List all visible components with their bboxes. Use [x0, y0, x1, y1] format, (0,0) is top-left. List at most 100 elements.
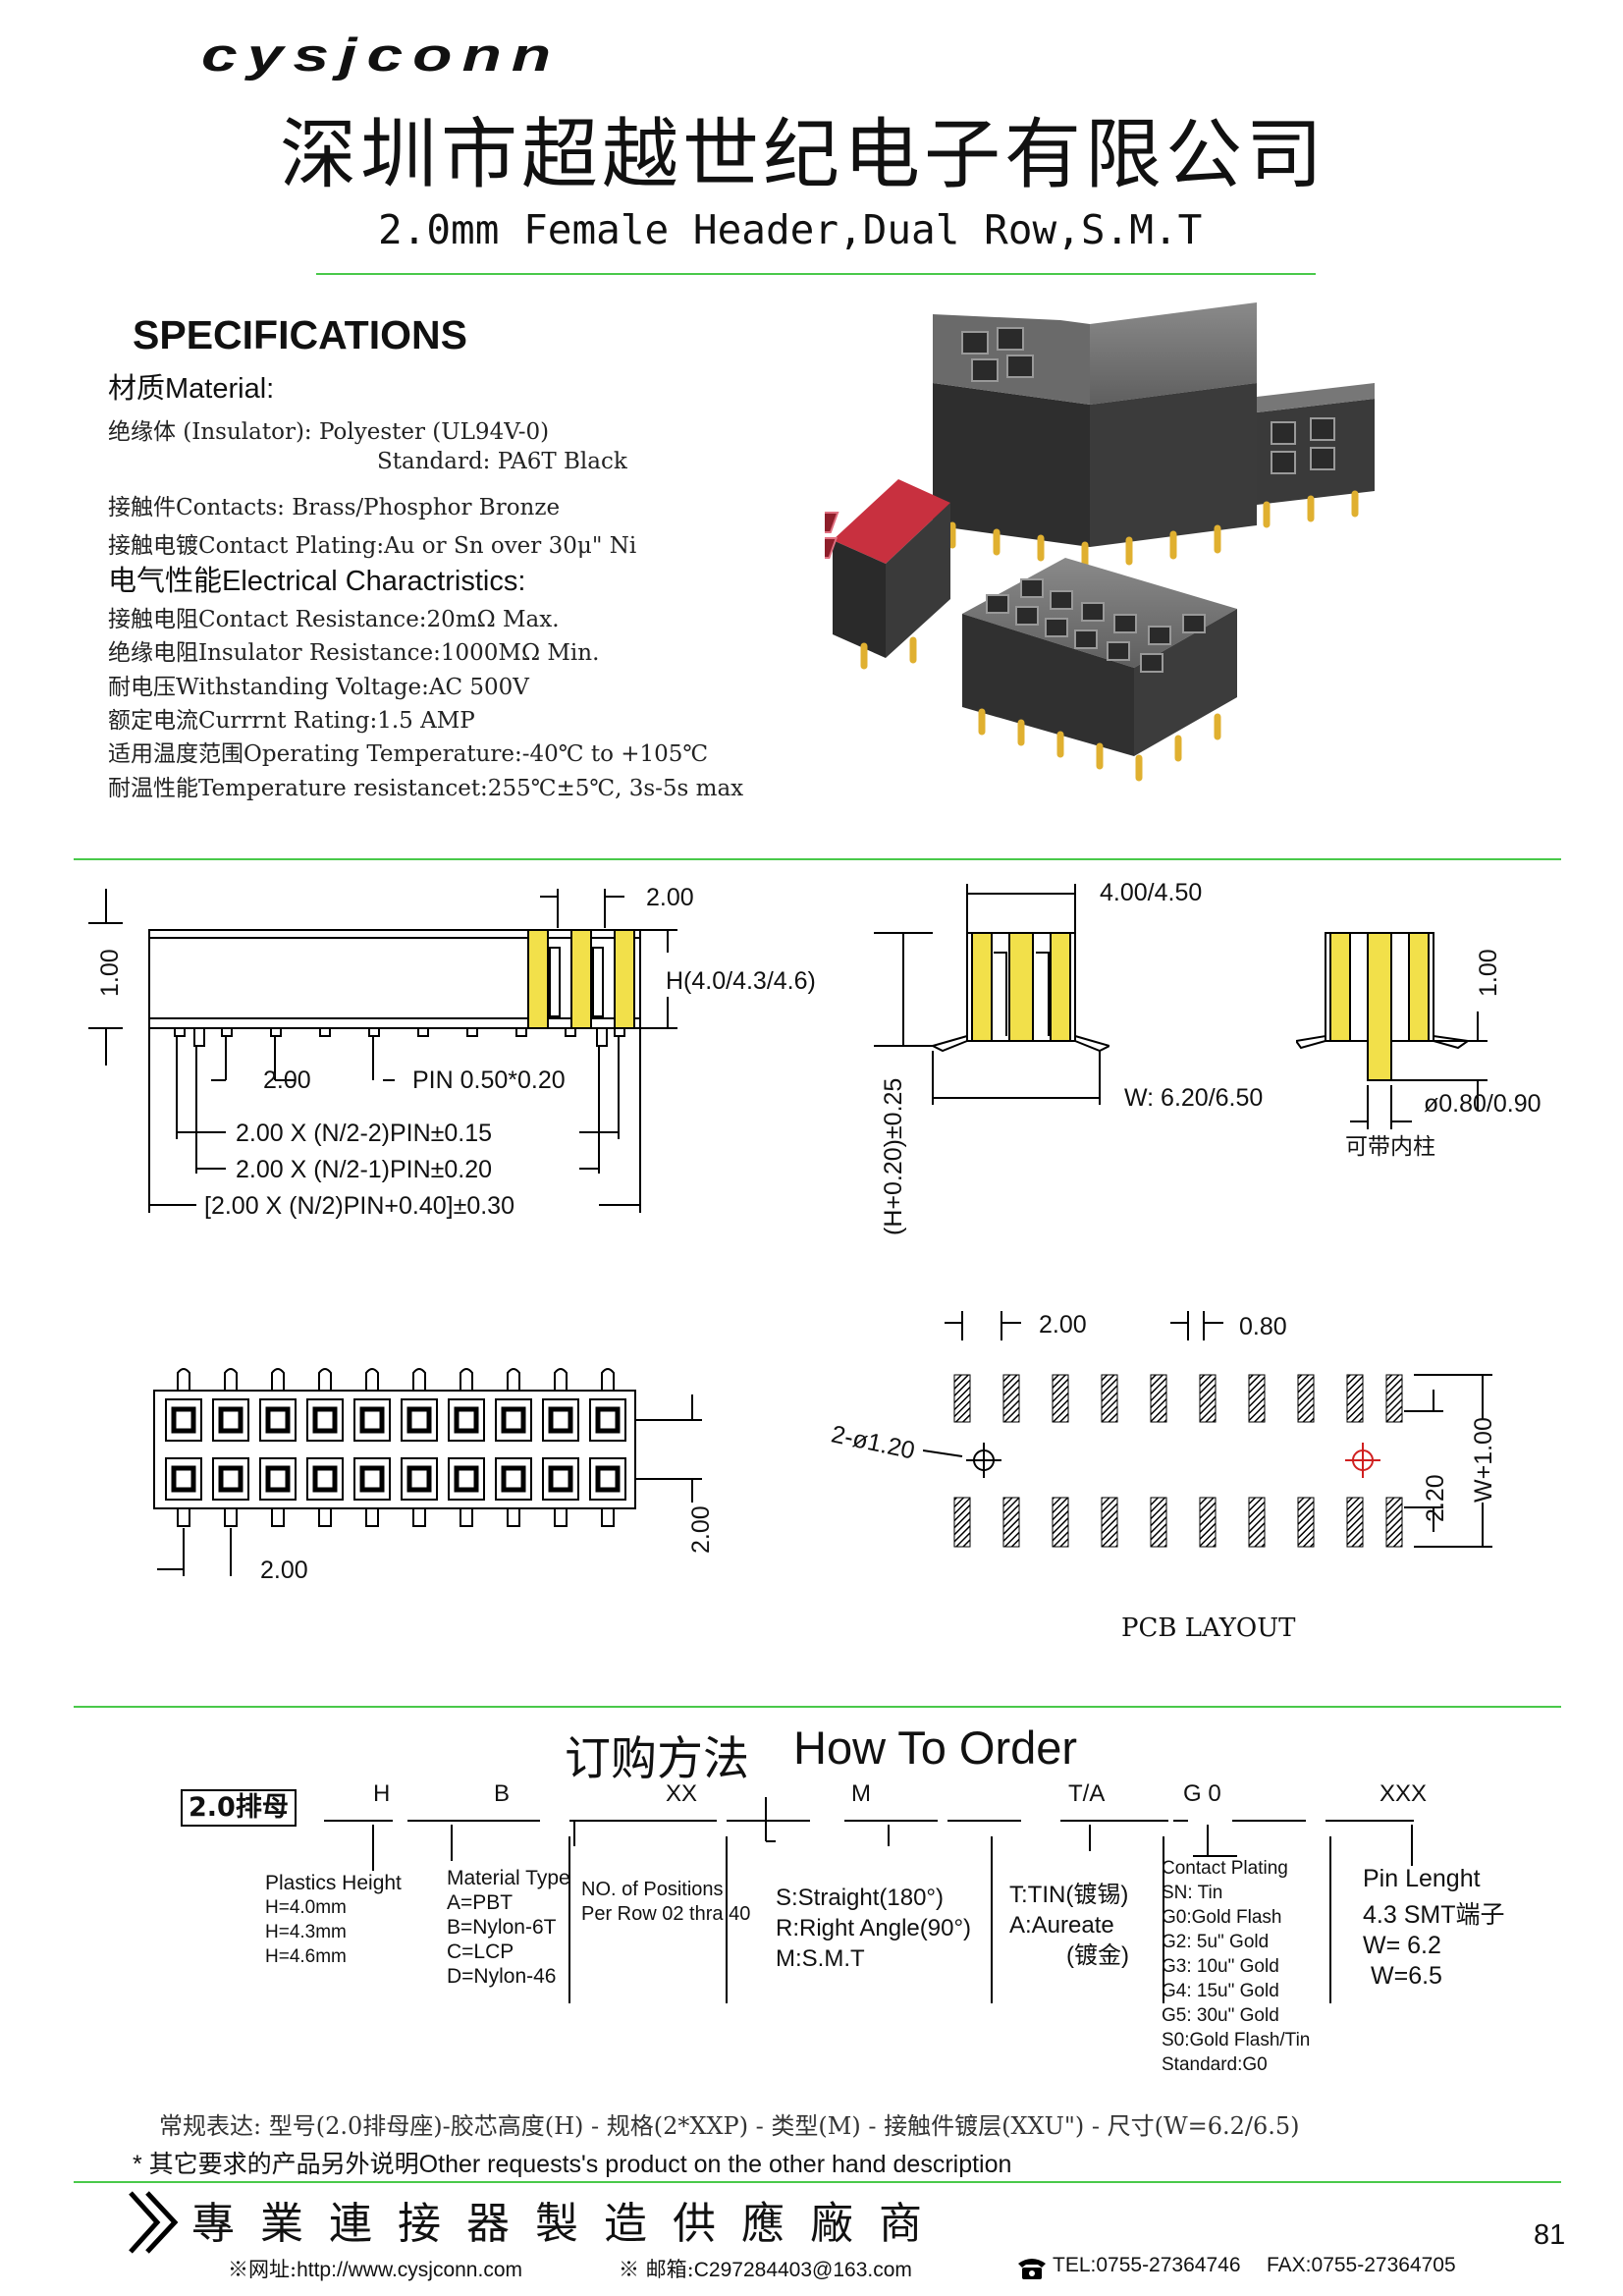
product-title: 2.0mm Female Header,Dual Row,S.M.T	[378, 206, 1203, 253]
length-opt: W=6.5	[1371, 1962, 1442, 1990]
positions-head: NO. of Positions	[581, 1879, 724, 1900]
height-head: Plastics Height	[265, 1872, 402, 1894]
page-number: 81	[1534, 2219, 1566, 2251]
order-code-xx: XX	[666, 1780, 698, 1807]
tin-opt: T:TIN(镀锡)	[1009, 1882, 1129, 1908]
plating-opt: G3: 10u" Gold	[1162, 1956, 1279, 1977]
spec-operating-temp: 适用温度范围Operating Temperature:-40℃ to +105…	[108, 741, 709, 767]
post-caption: 可带内柱	[1345, 1134, 1435, 1160]
order-code-g0: G 0	[1183, 1780, 1221, 1807]
order-type-block: S:Straight(180°) R:Right Angle(90°) M:S.…	[776, 1883, 971, 1974]
pcb-hole-dim: 2-ø1.20	[829, 1420, 918, 1465]
post-height-dim: 1.00	[1475, 949, 1502, 997]
order-height-block: Plastics Height H=4.0mm H=4.3mm H=4.6mm	[265, 1871, 402, 1969]
end-view-drawing	[874, 884, 1109, 1105]
side-pitch-dim: 2.00	[263, 1066, 311, 1094]
pcb-w-dim: W+1.00	[1470, 1417, 1497, 1503]
telephone-icon	[1018, 2259, 1046, 2279]
section-divider-1	[74, 858, 1561, 860]
top-row-dim: 2.00	[687, 1505, 715, 1554]
footer-tel: TEL:0755-27364746	[1053, 2254, 1241, 2276]
spec-plating: 接触电镀Contact Plating:Au or Sn over 30μ" N…	[108, 533, 637, 559]
post-view-drawing	[1296, 932, 1488, 1129]
spec-current: 额定电流Currrnt Rating:1.5 AMP	[108, 708, 475, 734]
height-opt: H=4.6mm	[265, 1946, 347, 1967]
company-name: 深圳市超越世纪电子有限公司	[280, 111, 1327, 199]
type-opt: M:S.M.T	[776, 1945, 865, 1972]
length-opt: 4.3 SMT端子	[1363, 1901, 1505, 1929]
post-diameter-dim: ø0.80/0.90	[1424, 1090, 1542, 1118]
plating-opt: G0:Gold Flash	[1162, 1907, 1282, 1928]
side-length3-dim: [2.00 X (N/2)PIN+0.40]±0.30	[204, 1192, 514, 1220]
company-logo: cysjconn	[201, 27, 562, 81]
order-length-block: Pin Lenght 4.3 SMT端子 W= 6.2 W=6.5	[1363, 1864, 1504, 1992]
order-material-block: Material Type A=PBT B=Nylon-6T C=LCP D=N…	[447, 1866, 570, 1989]
end-top-dim: 4.00/4.50	[1100, 879, 1203, 906]
side-top-dim: 2.00	[646, 884, 694, 911]
spec-insulator-resistance: 绝缘电阻Insulator Resistance:1000MΩ Min.	[108, 640, 600, 666]
spec-voltage: 耐电压Withstanding Voltage:AC 500V	[108, 675, 529, 700]
end-vertical-dim: (H+0.20)±0.25	[880, 1077, 907, 1235]
spec-insulator: 绝缘体 (Insulator): Polyester (UL94V-0)	[108, 419, 550, 445]
plating-opt: Standard:G0	[1162, 2054, 1268, 2075]
side-pin-dim: PIN 0.50*0.20	[412, 1066, 566, 1094]
side-length2-dim: 2.00 X (N/2-1)PIN±0.20	[236, 1156, 493, 1183]
order-title-cn: 订购方法	[565, 1732, 749, 1786]
electrical-heading: 电气性能Electrical Charactristics:	[108, 566, 526, 597]
pcb-layout-drawing	[923, 1311, 1492, 1548]
order-positions-block: NO. of Positions Per Row 02 thra 40	[581, 1878, 750, 1927]
plating-opt: G5: 30u" Gold	[1162, 2005, 1279, 2026]
order-code-m: M	[851, 1780, 871, 1807]
end-w-dim: W: 6.20/6.50	[1124, 1084, 1264, 1112]
material-opt: D=Nylon-46	[447, 1965, 557, 1988]
order-tin-block: T:TIN(镀锡) A:Aureate (镀金)	[1009, 1880, 1129, 1971]
side-length1-dim: 2.00 X (N/2-2)PIN±0.15	[236, 1120, 493, 1147]
order-connector-lines	[324, 1797, 1414, 2003]
order-note-2: * 其它要求的产品另外说明Other requests's product on…	[133, 2151, 1012, 2178]
spec-temp-resistance: 耐温性能Temperature resistancet:255℃±5℃, 3s-…	[108, 776, 744, 801]
plating-opt: S0:Gold Flash/Tin	[1162, 2030, 1311, 2050]
material-opt: C=LCP	[447, 1941, 514, 1963]
order-code-b: B	[494, 1780, 511, 1807]
footer-fax: FAX:0755-27364705	[1267, 2254, 1456, 2276]
tin-opt: A:Aureate	[1009, 1912, 1114, 1939]
tin-opt: (镀金)	[1066, 1942, 1129, 1969]
specifications-title: SPECIFICATIONS	[133, 312, 467, 357]
order-code-h: H	[373, 1780, 391, 1807]
height-opt: H=4.3mm	[265, 1922, 347, 1942]
side-h-dim: H(4.0/4.3/4.6)	[666, 967, 816, 995]
pcb-row-dim: 2.20	[1422, 1474, 1449, 1522]
side-view-drawing	[88, 889, 677, 1213]
type-opt: S:Straight(180°)	[776, 1885, 945, 1911]
material-head: Material Type	[447, 1867, 570, 1889]
mail-link[interactable]: C297284403@163.com	[693, 2259, 912, 2281]
type-opt: R:Right Angle(90°)	[776, 1915, 972, 1941]
length-opt: W= 6.2	[1363, 1932, 1441, 1959]
footer-mail: ※ 邮箱:C297284403@163.com	[619, 2254, 912, 2283]
spec-standard: Standard: PA6T Black	[377, 449, 627, 474]
pcb-layout-caption: PCB LAYOUT	[1121, 1613, 1296, 1643]
footer-divider	[74, 2181, 1561, 2183]
section-divider-2	[74, 1706, 1561, 1708]
plating-opt: SN: Tin	[1162, 1883, 1223, 1903]
spec-contacts: 接触件Contacts: Brass/Phosphor Bronze	[108, 495, 561, 520]
order-code-xxx: XXX	[1380, 1780, 1428, 1807]
order-plating-block: Contact Plating SN: Tin G0:Gold Flash G2…	[1162, 1856, 1310, 2077]
header-divider	[316, 273, 1316, 275]
height-opt: H=4.0mm	[265, 1897, 347, 1918]
order-code-box: 2.0排母	[181, 1789, 297, 1827]
material-opt: A=PBT	[447, 1891, 514, 1914]
material-opt: B=Nylon-6T	[447, 1916, 557, 1939]
web-link[interactable]: http://www.cysjconn.com	[297, 2259, 522, 2281]
length-head: Pin Lenght	[1363, 1865, 1481, 1892]
mail-label: ※ 邮箱:	[619, 2258, 694, 2281]
top-pitch-dim: 2.00	[260, 1557, 308, 1584]
product-render-image	[825, 302, 1375, 782]
spec-contact-resistance: 接触电阻Contact Resistance:20mΩ Max.	[108, 607, 560, 632]
side-height-dim: 1.00	[96, 949, 124, 997]
order-code-ta: T/A	[1068, 1780, 1106, 1807]
footer-web: ※网址:http://www.cysjconn.com	[228, 2254, 522, 2283]
material-heading: 材质Material:	[108, 373, 275, 405]
footer-slogan: 專業連接器製造供應廠商	[191, 2199, 947, 2249]
positions-opt: Per Row 02 thra 40	[581, 1903, 751, 1925]
